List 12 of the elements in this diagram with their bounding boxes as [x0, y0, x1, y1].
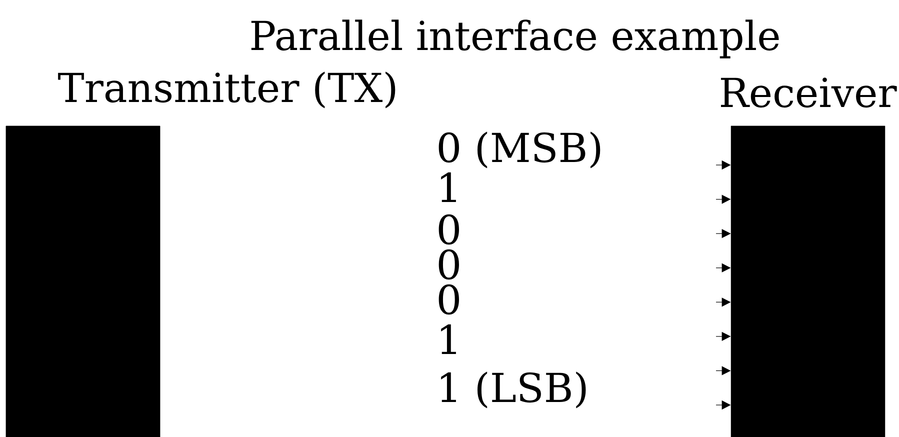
bit-label: 1 (LSB): [441, 372, 586, 408]
device-box: [730, 126, 886, 437]
title: Parallel interface example: [251, 20, 779, 58]
device-heading: Transmitter (TX): [58, 72, 396, 108]
device-box: [6, 126, 160, 437]
bit-label: 1: [441, 172, 456, 202]
bit-label: 0: [438, 214, 459, 245]
bit-label: 1: [441, 324, 456, 354]
bit-label: 0 (MSB): [438, 132, 600, 168]
bit-label: 0: [438, 249, 459, 280]
bit-label: 0: [438, 284, 459, 315]
device-heading: Receiver: [720, 78, 897, 108]
